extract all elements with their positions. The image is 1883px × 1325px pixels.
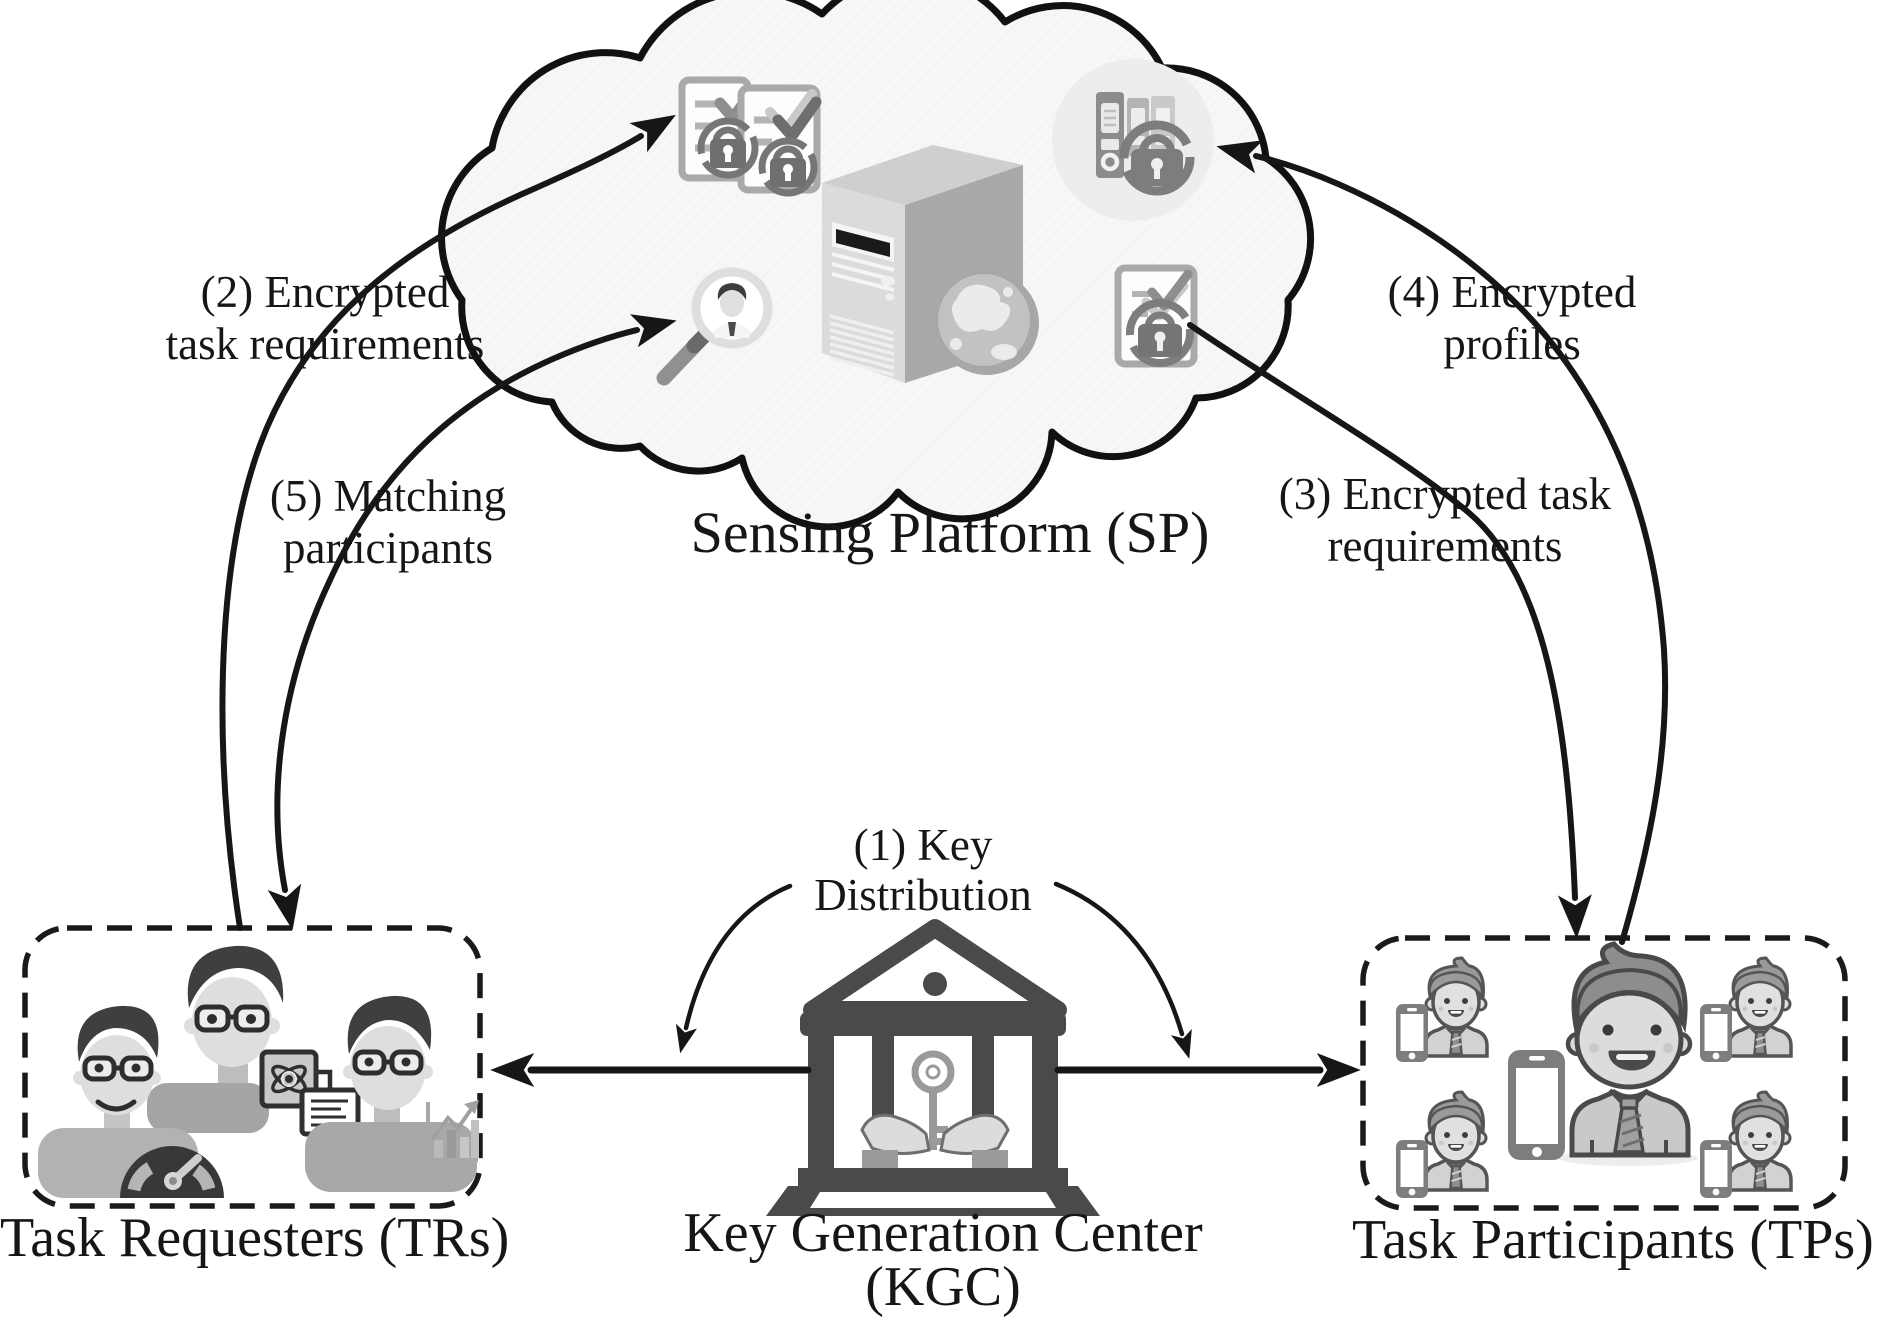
flow-label-step4-line2: profiles xyxy=(1443,319,1581,369)
arrow-step5-matching-participants xyxy=(267,314,677,931)
participant-person-icon xyxy=(1727,1090,1793,1192)
task-requesters-box xyxy=(22,925,483,1209)
flow-label-step1-line1: (1) Key xyxy=(853,820,993,870)
arrow-step1-key-left xyxy=(675,883,793,1054)
sensing-platform-label: Sensing Platform (SP) xyxy=(690,500,1210,565)
key-in-hands-icon xyxy=(860,1050,1010,1168)
kgc-label-line2: (KGC) xyxy=(865,1256,1021,1318)
task-requesters-label: Task Requesters (TRs) xyxy=(0,1207,510,1269)
globe-icon xyxy=(935,271,1039,375)
gauge-icon xyxy=(120,1146,224,1198)
flow-label-step4: (4) Encrypted profiles xyxy=(1312,266,1712,370)
arrow-step1-key-right xyxy=(1053,881,1192,1059)
flow-label-step2-line2: task requirements xyxy=(165,319,485,369)
bank-building-icon xyxy=(766,919,1100,1216)
participant-person-icon xyxy=(1727,956,1793,1058)
key-generation-center-label: Key Generation Center (KGC) xyxy=(593,1202,1293,1318)
flow-label-step1-line2: Distribution xyxy=(814,870,1032,920)
task-participants-box xyxy=(1360,935,1848,1211)
encrypted-profiles-icon xyxy=(1052,59,1214,221)
kgc-label-line1: Key Generation Center xyxy=(683,1202,1203,1264)
smartphone-icon xyxy=(1396,1004,1428,1062)
flow-label-step5: (5) Matching participants xyxy=(188,470,588,574)
glasses-icon xyxy=(194,1004,270,1033)
flow-label-step4-line1: (4) Encrypted xyxy=(1387,267,1637,317)
flow-label-step5-line1: (5) Matching xyxy=(269,471,507,521)
flow-label-step5-line2: participants xyxy=(283,523,493,573)
task-participants-label: Task Participants (TPs) xyxy=(1352,1209,1874,1271)
arrow-step3-encrypted-task-requirements xyxy=(1187,322,1592,939)
requester-person-right xyxy=(305,995,477,1192)
participant-person-icon xyxy=(1423,956,1489,1058)
flow-arrows xyxy=(219,114,1669,1087)
glasses-icon xyxy=(82,1055,154,1082)
flow-label-step2-line1: (2) Encrypted xyxy=(200,267,450,317)
flow-label-step1: (1) Key Distribution xyxy=(723,820,1123,920)
encrypted-task-documents-icon xyxy=(678,76,822,197)
smartphone-icon xyxy=(1396,1140,1428,1198)
participant-person-main xyxy=(1565,941,1693,1158)
smartphone-icon-large xyxy=(1508,1050,1565,1160)
flow-label-step3-line1: (3) Encrypted task xyxy=(1278,469,1612,519)
flow-label-step2: (2) Encrypted task requirements xyxy=(125,266,525,370)
monitor-hook xyxy=(318,1069,333,1088)
arrow-step4-encrypted-profiles xyxy=(1216,140,1669,945)
requester-person-middle xyxy=(147,945,284,1133)
flow-label-step3: (3) Encrypted task requirements xyxy=(1225,468,1665,572)
flow-label-step3-line2: requirements xyxy=(1327,521,1563,571)
bar-chart-icon xyxy=(426,1100,479,1162)
smartphone-icon xyxy=(1700,1004,1732,1062)
smartphone-icon xyxy=(1700,1140,1732,1198)
encrypted-task-list-icon xyxy=(1114,264,1198,368)
glasses-icon xyxy=(352,1049,424,1076)
participant-person-icon xyxy=(1423,1090,1489,1192)
